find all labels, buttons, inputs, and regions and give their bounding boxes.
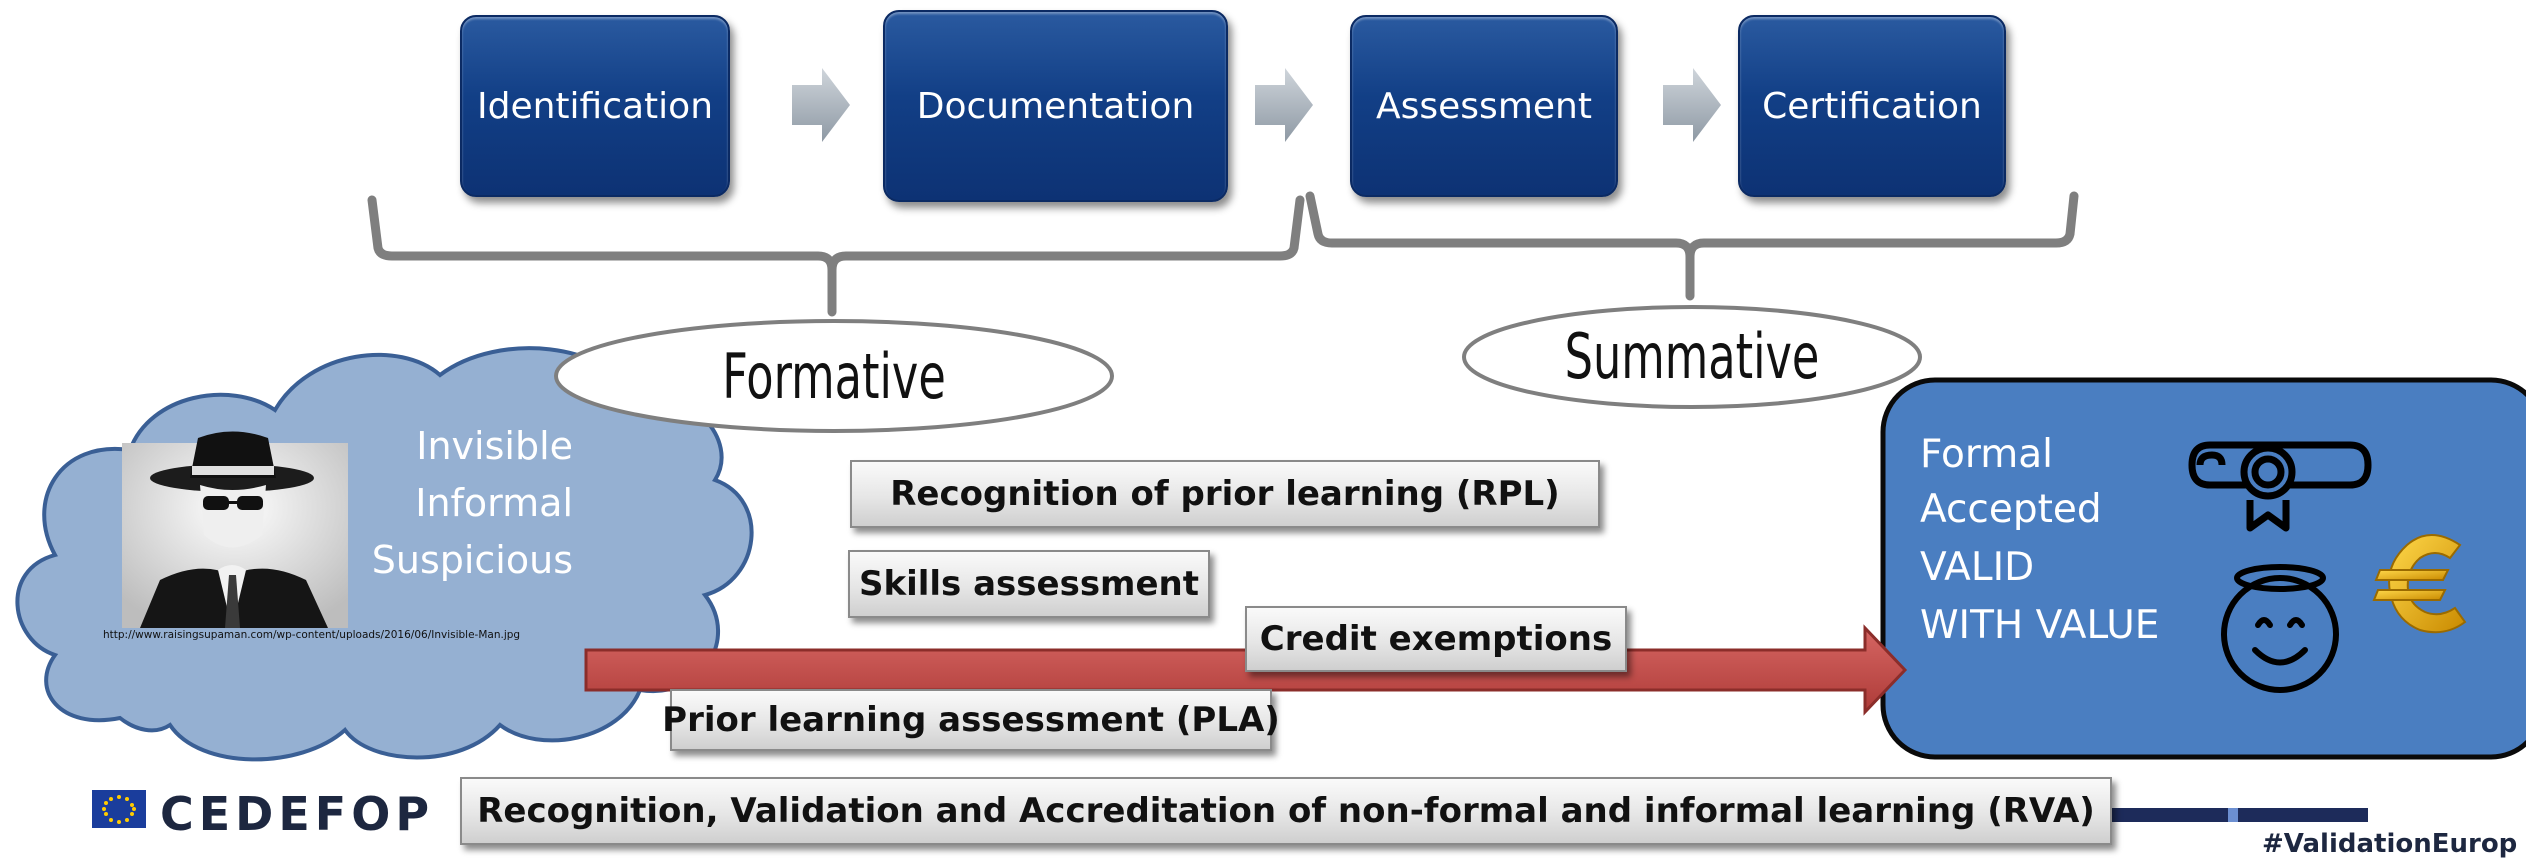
cloud-line-informal: Informal (415, 481, 573, 525)
term-pla: Prior learning assessment (PLA) (662, 689, 1280, 751)
step-assessment: Assessment (1350, 15, 1618, 197)
footer-line (2228, 808, 2238, 822)
cloud-line-suspicious: Suspicious (371, 538, 573, 582)
term-rva: Recognition, Validation and Accreditatio… (460, 777, 2112, 845)
cedefop-logo: CEDEFOP (160, 787, 435, 841)
footer-line (2112, 808, 2228, 822)
formal-line-valid: VALID (1920, 545, 2035, 590)
summative-oval (1462, 305, 1922, 409)
hashtag: #ValidationEurop (2262, 829, 2518, 859)
formative-label: Formative (722, 339, 946, 413)
summative-bracket (1305, 191, 2079, 301)
eu-flag-icon (92, 790, 146, 828)
formative-oval (554, 319, 1114, 433)
footer-line (2238, 808, 2368, 822)
cloud-line-invisible: Invisible (416, 424, 573, 468)
term-credit-exemptions: Credit exemptions (1245, 606, 1627, 672)
invisible-man-photo (122, 431, 348, 628)
step-identification: Identification (460, 15, 730, 197)
right-arrow-icon (792, 68, 850, 142)
formal-line-formal: Formal (1920, 432, 2053, 477)
formative-bracket (367, 195, 1305, 317)
image-source-url: http://www.raisingsupaman.com/wp-content… (103, 629, 521, 641)
step-documentation: Documentation (883, 10, 1228, 202)
formal-line-with-value: WITH VALUE (1920, 603, 2160, 648)
euro-icon (2372, 534, 2467, 634)
term-skills-assessment: Skills assessment (848, 550, 1210, 618)
summative-label: Summative (1564, 319, 1820, 393)
halo-smiley-icon (2221, 564, 2339, 693)
term-rpl: Recognition of prior learning (RPL) (850, 460, 1600, 528)
formal-line-accepted: Accepted (1920, 487, 2102, 532)
diploma-icon (2188, 441, 2372, 532)
step-certification: Certification (1738, 15, 2006, 197)
right-arrow-icon (1255, 68, 1313, 142)
right-arrow-icon (1663, 68, 1721, 142)
